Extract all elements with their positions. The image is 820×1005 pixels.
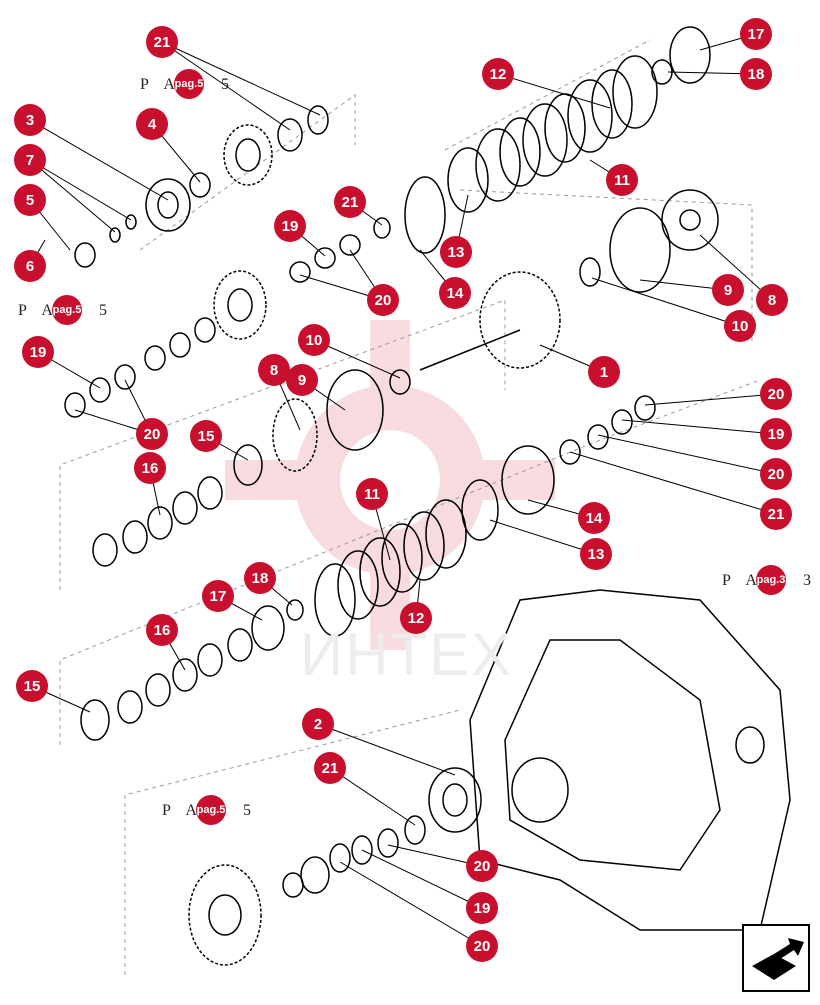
page-badge: pag.5 — [174, 69, 204, 99]
callout-19[interactable]: 19 — [274, 210, 306, 242]
callout-21[interactable]: 21 — [146, 26, 178, 58]
callout-10[interactable]: 10 — [298, 324, 330, 356]
leader-line — [591, 277, 741, 327]
callout-16[interactable]: 16 — [134, 452, 166, 484]
callout-20[interactable]: 20 — [367, 284, 399, 316]
leader-line — [621, 419, 777, 435]
callout-10[interactable]: 10 — [724, 310, 756, 342]
page-badge: pag.5 — [196, 795, 226, 825]
callout-17[interactable]: 17 — [202, 580, 234, 612]
next-page-button[interactable] — [742, 924, 810, 992]
callout-21[interactable]: 21 — [760, 498, 792, 530]
top-clutch-pack — [404, 26, 711, 254]
callout-17[interactable]: 17 — [740, 18, 772, 50]
page-badge: pag.3 — [756, 565, 786, 595]
callout-18[interactable]: 18 — [740, 58, 772, 90]
callout-14[interactable]: 14 — [578, 502, 610, 534]
leader-line — [597, 434, 777, 475]
leader-line — [489, 519, 597, 555]
callout-19[interactable]: 19 — [22, 336, 54, 368]
leader-line — [644, 393, 777, 406]
watermark-text: ИНТЕХ — [300, 621, 514, 688]
leader-line — [329, 767, 416, 826]
leader-line — [569, 451, 777, 515]
callout-12[interactable]: 12 — [400, 602, 432, 634]
leader-line — [317, 723, 456, 776]
watermark-gear-hole — [340, 430, 440, 530]
callout-6[interactable]: 6 — [14, 250, 46, 282]
callout-11[interactable]: 11 — [356, 478, 388, 510]
callout-21[interactable]: 21 — [314, 752, 346, 784]
callout-20[interactable]: 20 — [466, 850, 498, 882]
lower-clutch-pack — [314, 395, 656, 637]
callout-19[interactable]: 19 — [760, 418, 792, 450]
callout-8[interactable]: 8 — [258, 354, 290, 386]
callout-1[interactable]: 1 — [588, 356, 620, 388]
callout-19[interactable]: 19 — [466, 892, 498, 924]
callout-14[interactable]: 14 — [439, 277, 471, 309]
callout-3[interactable]: 3 — [14, 104, 46, 136]
leader-line — [161, 41, 291, 131]
callout-8[interactable]: 8 — [756, 284, 788, 316]
callout-11[interactable]: 11 — [606, 164, 638, 196]
callout-21[interactable]: 21 — [334, 186, 366, 218]
callout-16[interactable]: 16 — [146, 614, 178, 646]
page-badge: pag.5 — [52, 295, 82, 325]
next-arrow-icon — [752, 938, 804, 980]
callout-7[interactable]: 7 — [14, 144, 46, 176]
leader-line — [361, 849, 483, 909]
callout-9[interactable]: 9 — [286, 364, 318, 396]
leader-line — [497, 73, 611, 109]
callout-18[interactable]: 18 — [244, 562, 276, 594]
middle-left-parts — [64, 270, 411, 486]
transmission-housing — [469, 589, 791, 931]
callout-20[interactable]: 20 — [136, 418, 168, 450]
callout-9[interactable]: 9 — [712, 274, 744, 306]
leader-line — [29, 159, 116, 233]
callout-15[interactable]: 15 — [16, 670, 48, 702]
callout-15[interactable]: 15 — [190, 420, 222, 452]
ring-stacks — [80, 476, 304, 741]
callout-5[interactable]: 5 — [14, 184, 46, 216]
bottom-parts — [188, 767, 482, 966]
leader-line — [29, 119, 169, 201]
leader-line — [29, 159, 132, 221]
callout-13[interactable]: 13 — [580, 538, 612, 570]
callout-12[interactable]: 12 — [482, 58, 514, 90]
callout-20[interactable]: 20 — [760, 378, 792, 410]
callout-13[interactable]: 13 — [440, 236, 472, 268]
leader-line — [339, 861, 483, 947]
top-left-parts — [74, 105, 391, 283]
callout-4[interactable]: 4 — [136, 108, 168, 140]
right-parts — [419, 189, 719, 371]
callout-20[interactable]: 20 — [760, 458, 792, 490]
leader-line — [161, 41, 321, 116]
callout-20[interactable]: 20 — [466, 930, 498, 962]
callout-2[interactable]: 2 — [302, 708, 334, 740]
